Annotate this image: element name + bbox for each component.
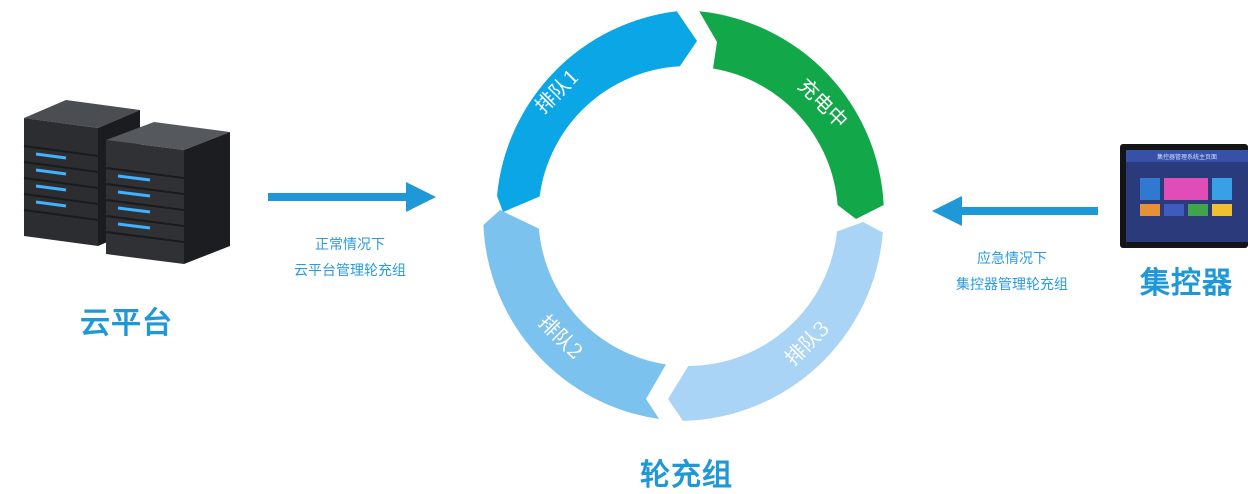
right-arrow-icon	[268, 182, 436, 212]
controller-caption: 应急情况下 集控器管理轮充组	[932, 246, 1092, 298]
cloud-caption-line1: 正常情况下	[315, 237, 385, 253]
controller-device: 集控器管理系统主页面	[1120, 144, 1248, 248]
controller-caption-line1: 应急情况下	[977, 251, 1047, 267]
cloud-caption: 正常情况下 云平台管理轮充组	[270, 232, 430, 284]
tablet-screen-title: 集控器管理系统主页面	[1157, 153, 1217, 161]
cycle-segment-charging	[699, 11, 884, 219]
cloud-platform-title: 云平台	[80, 306, 173, 341]
tablet-icon: 集控器管理系统主页面	[1120, 144, 1248, 248]
cloud-caption-line2: 云平台管理轮充组	[294, 263, 406, 279]
cycle-segment-queue-3	[668, 222, 883, 421]
charging-group-title: 轮充组	[640, 458, 733, 493]
server-rack-icon	[23, 100, 230, 264]
controller-title: 集控器	[1140, 266, 1233, 301]
cycle-segment-queue-1	[497, 11, 697, 212]
left-arrow-icon	[932, 196, 1098, 226]
cycle-segment-queue-2	[483, 210, 666, 419]
controller-caption-line2: 集控器管理轮充组	[956, 277, 1068, 293]
charging-cycle-diagram: 排队1 充电中 排队3 排队2	[483, 11, 884, 421]
cloud-platform-node	[18, 96, 234, 264]
